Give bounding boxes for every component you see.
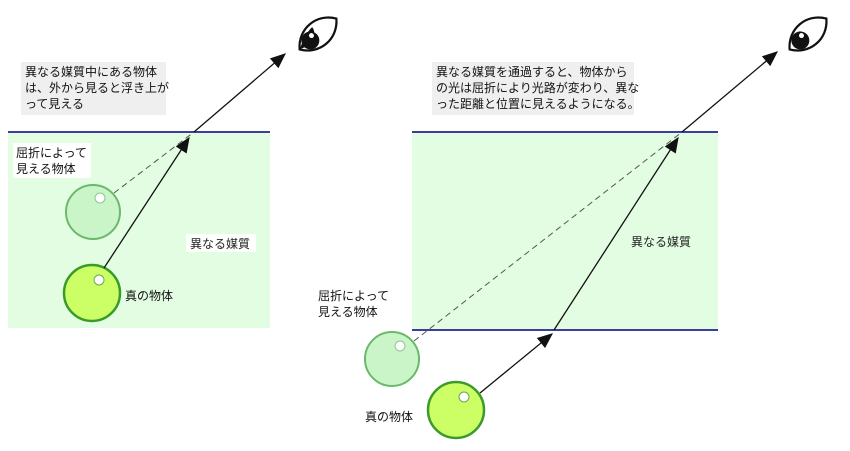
- right-apparent-label-line-1: 屈折によって: [318, 288, 389, 303]
- right-caption-line-3: った距離と位置に見えるようになる。: [436, 96, 640, 111]
- right-medium-label: 異なる媒質: [631, 234, 691, 249]
- left-ray-in-medium: [103, 136, 190, 269]
- left-apparent-label-line-1: 屈折によって: [16, 145, 87, 160]
- left-apparent-label: 屈折によって 見える物体: [16, 145, 91, 176]
- right-ray-in-medium: [553, 136, 679, 331]
- left-eye-icon: [298, 16, 338, 52]
- right-apparent-object-highlight: [394, 340, 406, 352]
- left-caption-line-2: は、外から見ると浮き上が: [25, 80, 169, 95]
- left-caption-box: [21, 62, 166, 115]
- right-caption-line-2: の光は屈折により光路が変わり、異な: [436, 80, 639, 95]
- right-true-label: 真の物体: [365, 410, 413, 424]
- right-true-object: [426, 380, 486, 440]
- right-apparent-label: 屈折によって 見える物体: [318, 288, 393, 319]
- left-medium-label-box: [186, 234, 256, 252]
- right-true-object-highlight: [458, 391, 470, 403]
- left-panel: 異なる媒質中にある物体 は、外から見ると浮き上が って見える 屈折によって 見え…: [8, 16, 338, 328]
- right-eye-icon: [788, 16, 828, 52]
- right-apparent-label-line-2: 見える物体: [318, 305, 378, 319]
- left-true-object: [62, 263, 122, 323]
- right-medium-region: [412, 132, 718, 330]
- left-caption-line-1: 異なる媒質中にある物体: [25, 64, 157, 79]
- left-caption: 異なる媒質中にある物体 は、外から見ると浮き上が って見える: [25, 64, 173, 111]
- left-caption-line-3: って見える: [25, 97, 84, 111]
- left-apparent-label-box: [13, 143, 91, 178]
- left-apparent-label-line-2: 見える物体: [16, 162, 76, 176]
- left-apparent-object-highlight: [94, 192, 106, 204]
- left-true-label: 真の物体: [125, 289, 173, 303]
- right-ray-to-eye: [681, 51, 778, 133]
- right-ray-below-medium: [479, 333, 554, 394]
- right-panel: 異なる媒質を通過すると、物体から の光は屈折により光路が変わり、異な った距離と…: [318, 16, 828, 440]
- left-medium-label: 異なる媒質: [190, 236, 250, 251]
- left-apparent-object: [65, 184, 121, 240]
- right-caption-line-1: 異なる媒質を通過すると、物体から: [436, 64, 628, 79]
- right-caption: 異なる媒質を通過すると、物体から の光は屈折により光路が変わり、異な った距離と…: [436, 64, 643, 111]
- right-apparent-object: [364, 331, 420, 387]
- left-ray-to-eye: [193, 53, 286, 133]
- left-true-object-highlight: [93, 274, 105, 286]
- right-caption-box: [432, 62, 634, 115]
- right-dashed-ray: [413, 131, 683, 342]
